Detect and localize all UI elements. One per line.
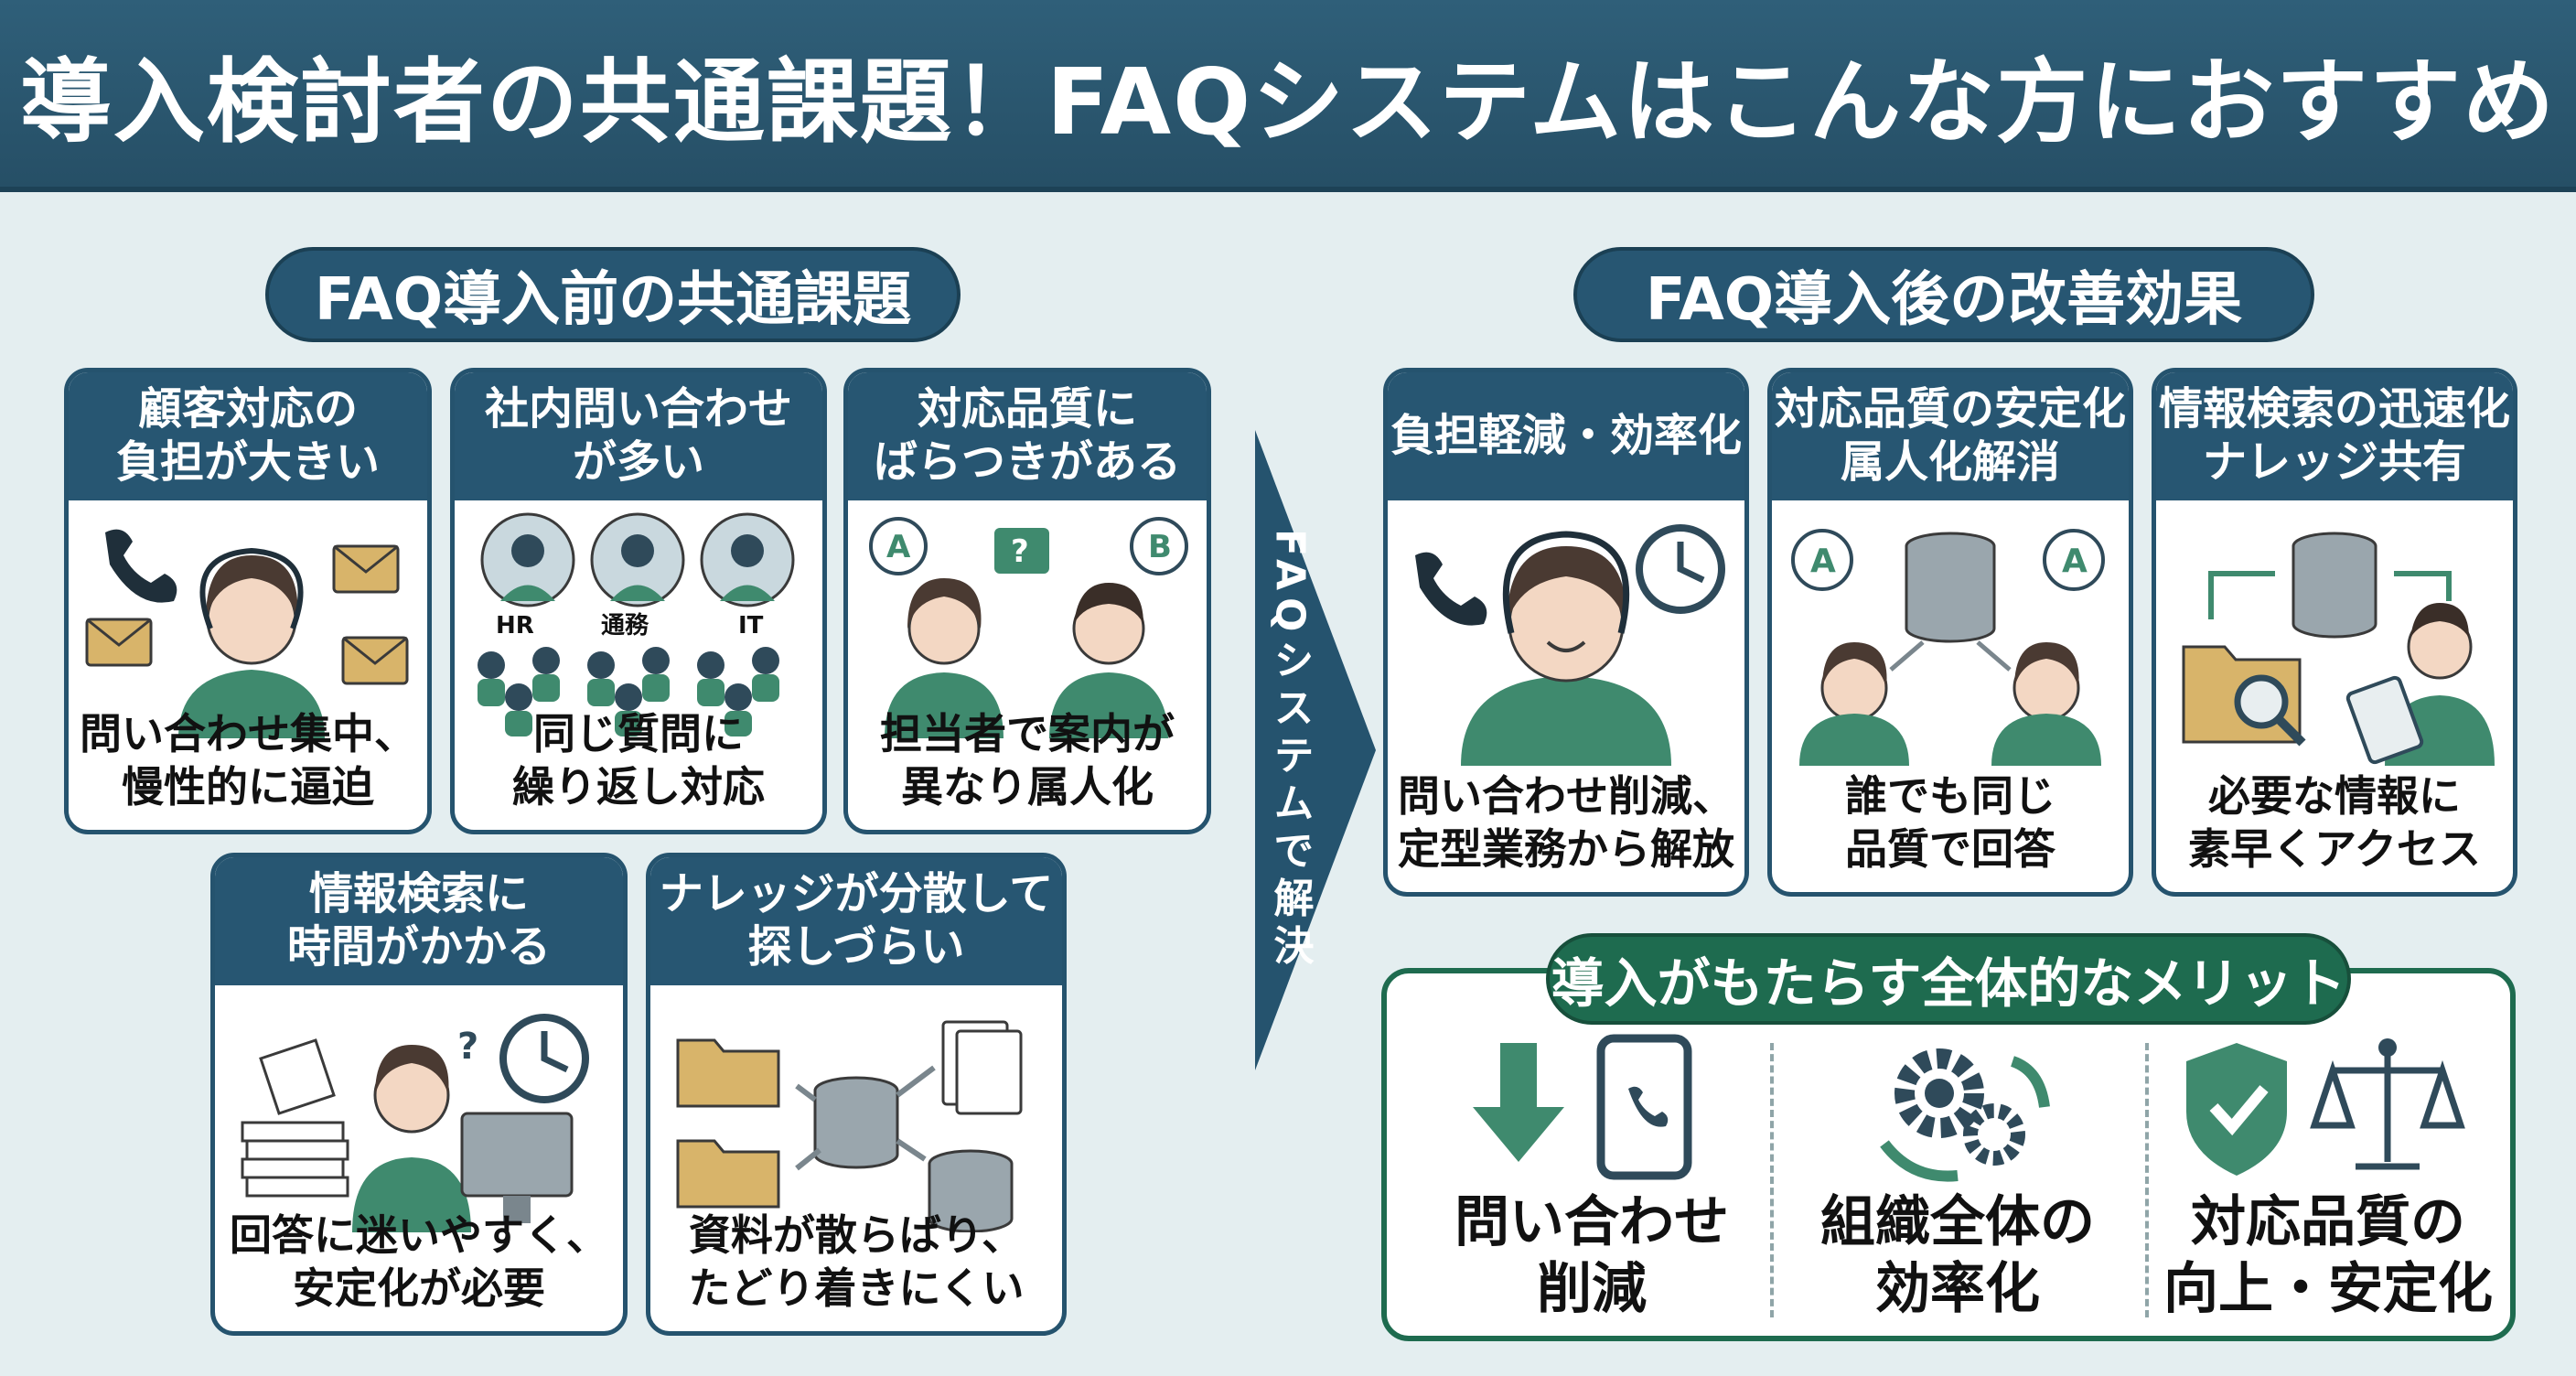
card-text: 問い合わせ削減、 定型業務から解放 (1398, 771, 1734, 874)
label-a-right: A (2062, 543, 2088, 580)
merit-text: 問い合わせ 削減 (1454, 1190, 1729, 1322)
label-a: A (886, 529, 911, 565)
label-b: B (1148, 529, 1172, 565)
card-title: 情報検索の迅速化 ナレッジ共有 (2156, 372, 2513, 500)
card-text: 担当者で案内が 異なり属人化 (880, 709, 1175, 812)
page-title: 導入検討者の共通課題！FAQシステムはこんな方におすすめ (19, 48, 2557, 156)
after-card-fast-search: 情報検索の迅速化 ナレッジ共有 必要な情報に 素早くアクセス (2152, 368, 2517, 897)
before-card-customer-load: 顧客対応の 負担が大きい 問い合わせ集中、 慢性的に逼迫 (64, 368, 432, 834)
card-title: 負担軽減・効率化 (1388, 372, 1744, 500)
stressed-operator-icon (69, 510, 427, 738)
card-text: 誰でも同じ 品質で回答 (1845, 771, 2055, 874)
after-heading: FAQ導入後の改善効果 (1573, 247, 2314, 342)
card-text: 回答に迷いやすく、 安定化が必要 (230, 1210, 608, 1313)
label-question: ? (1011, 533, 1029, 570)
merit-text: 組織全体の 効率化 (1820, 1190, 2095, 1322)
card-text: 必要な情報に 素早くアクセス (2188, 771, 2481, 874)
scattered-files-database-icon (650, 1004, 1062, 1232)
before-card-internal-inquiries: 社内問い合わせ が多い HR 通務 IT (450, 368, 827, 834)
merit-divider (2145, 1043, 2149, 1317)
svg-text:?: ? (457, 1026, 478, 1068)
before-card-scattered-knowledge: ナレッジが分散して 探しづらい 資料が散らばり、 たどり着きにくい (646, 853, 1067, 1336)
before-card-quality-variance: 対応品質に ばらつきがある A ? B 担当者で案内が 異なり属人化 (843, 368, 1211, 834)
solution-arrow (1246, 430, 1385, 1070)
card-title: 対応品質に ばらつきがある (848, 372, 1207, 500)
label-a-left: A (1810, 543, 1836, 580)
card-title: 社内問い合わせ が多い (455, 372, 822, 500)
card-title: ナレッジが分散して 探しづらい (650, 857, 1062, 985)
card-text: 資料が散らばり、 たどり着きにくい (688, 1210, 1025, 1313)
shield-scale-icon (2182, 1034, 2474, 1185)
after-card-efficiency: 負担軽減・効率化 問い合わせ削減、 定型業務から解放 (1383, 368, 1749, 897)
operators-differing-answers-icon: A ? B (848, 510, 1207, 738)
confused-worker-icon: ? (215, 1004, 623, 1232)
down-arrow-phone-icon (1473, 1034, 1711, 1185)
merit-text: 対応品質の 向上・安定化 (2163, 1190, 2493, 1322)
label-tsumu: 通務 (601, 612, 649, 640)
before-heading: FAQ導入前の共通課題 (265, 247, 961, 342)
folder-tablet-database-icon (2156, 519, 2513, 766)
card-title: 顧客対応の 負担が大きい (69, 372, 427, 500)
merit-divider (1770, 1043, 1774, 1317)
card-text: 同じ質問に 繰り返し対応 (512, 709, 765, 812)
shared-database-answers-icon: A A (1772, 519, 2129, 766)
label-it: IT (738, 612, 764, 640)
solution-arrow-label: FAQシステムで解決 (1266, 528, 1314, 973)
page-header: 導入検討者の共通課題！FAQシステムはこんな方におすすめ (0, 0, 2576, 192)
merit-reduce-inquiries: 問い合わせ 削減 (1409, 1034, 1775, 1336)
merits-heading: 導入がもたらす全体的なメリット (1546, 933, 2351, 1025)
merit-quality: 対応品質の 向上・安定化 (2145, 1034, 2511, 1336)
label-hr: HR (496, 612, 534, 640)
card-text: 問い合わせ集中、 慢性的に逼迫 (80, 709, 416, 812)
after-card-quality-stabilization: 対応品質の安定化 属人化解消 A A 誰でも同じ 品質で回答 (1767, 368, 2133, 897)
card-title: 情報検索に 時間がかかる (215, 857, 623, 985)
gears-cycle-icon (1857, 1034, 2058, 1185)
happy-operator-icon (1388, 519, 1744, 766)
staff-group-icon: HR 通務 IT (455, 510, 822, 738)
before-card-search-time: 情報検索に 時間がかかる ? 回答に迷いやすく、 安定化が必要 (210, 853, 628, 1336)
merit-org-efficiency: 組織全体の 効率化 (1775, 1034, 2141, 1336)
card-title: 対応品質の安定化 属人化解消 (1772, 372, 2129, 500)
